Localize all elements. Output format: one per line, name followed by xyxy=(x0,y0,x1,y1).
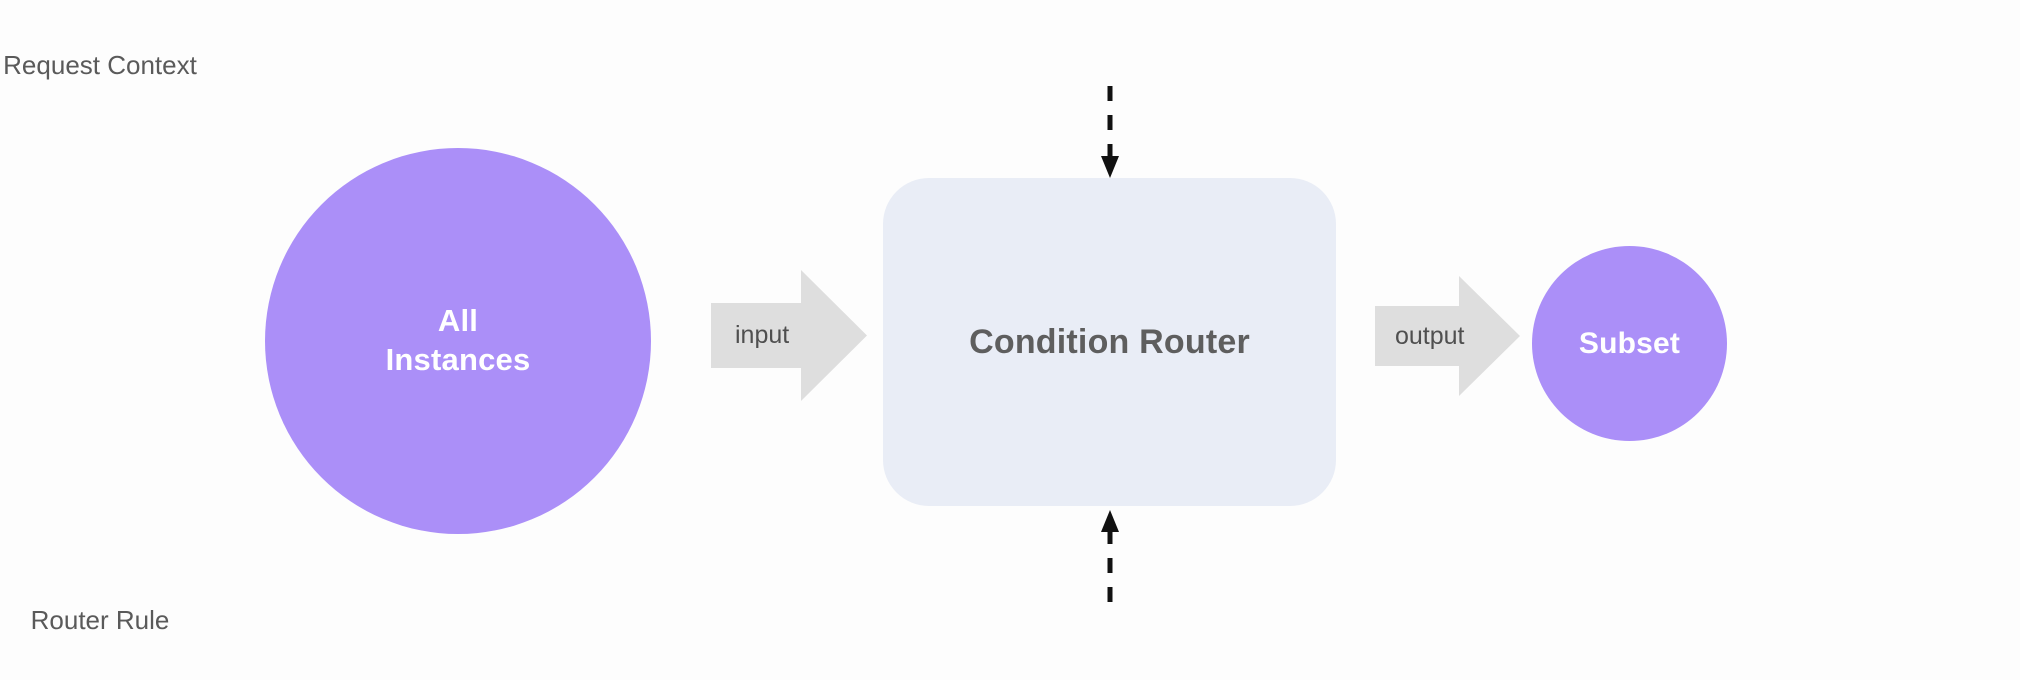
input-arrow[interactable]: input xyxy=(711,270,867,401)
router-rule-dashed-arrow-icon xyxy=(1101,510,1119,602)
request-context-label: Request Context xyxy=(0,50,2020,81)
router-rule-label: Router Rule xyxy=(0,605,2020,636)
request-context-dashed-arrow-icon xyxy=(1101,86,1119,178)
right-arrow-icon xyxy=(1375,276,1520,396)
all-instances-label: All Instances xyxy=(385,303,531,377)
condition-router-label: Condition Router xyxy=(969,322,1250,361)
node-subset[interactable]: Subset xyxy=(1532,246,1727,441)
output-arrow-label: output xyxy=(1395,321,1465,350)
node-condition-router[interactable]: Condition Router xyxy=(883,178,1336,506)
output-arrow[interactable]: output xyxy=(1375,276,1520,396)
node-all-instances[interactable]: All Instances xyxy=(265,148,651,534)
request-context-label-text: Request Context xyxy=(3,50,197,80)
right-arrow-icon xyxy=(711,270,867,401)
router-rule-label-text: Router Rule xyxy=(30,605,170,635)
subset-label: Subset xyxy=(1578,326,1681,360)
input-arrow-label: input xyxy=(735,321,790,349)
